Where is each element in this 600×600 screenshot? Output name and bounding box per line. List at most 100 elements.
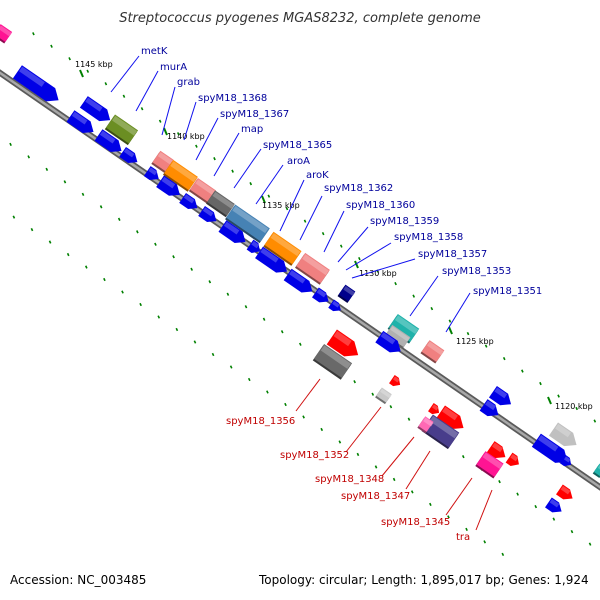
gene-label-text: spyM18_1348 (315, 474, 384, 485)
gene-label-spym18-1351[interactable]: spyM18_1351 (445, 286, 542, 333)
gene-block-blue[interactable] (545, 497, 565, 517)
gene-block-blue[interactable] (143, 166, 162, 184)
gene-block-gray[interactable] (312, 343, 353, 380)
gene-block-face (488, 385, 512, 406)
gene-label-text: spyM18_1351 (473, 286, 542, 297)
gene-block-blue[interactable] (79, 96, 114, 126)
gene-block-steelblue[interactable] (225, 204, 270, 244)
ring-dot (299, 342, 302, 346)
gene-block-highlight (71, 111, 88, 125)
gene-block-red[interactable] (389, 375, 403, 389)
gene-block-pink[interactable] (475, 451, 504, 479)
gene-block-blue[interactable] (488, 385, 515, 410)
gene-label-spym18-1359[interactable]: spyM18_1359 (337, 216, 439, 263)
gene-label-spym18-1347[interactable]: spyM18_1347 (341, 450, 431, 502)
gene-block-salmon[interactable] (420, 340, 445, 364)
gene-block-red[interactable] (326, 329, 364, 363)
gene-label-mura[interactable]: murA (135, 62, 187, 112)
gene-block-blue[interactable] (179, 192, 201, 213)
gene-block-grab[interactable] (104, 114, 139, 146)
gene-label-spym18-1368[interactable]: spyM18_1368 (183, 93, 267, 141)
gene-label-aroa[interactable]: aroA (255, 156, 310, 205)
gene-block-orange[interactable] (263, 231, 302, 266)
gene-label-map[interactable]: map (213, 124, 263, 177)
gene-label-text: spyM18_1356 (226, 416, 295, 427)
ring-dot (175, 327, 179, 332)
gene-block-blue[interactable] (119, 146, 141, 167)
gene-block-blue[interactable] (156, 175, 184, 200)
gene-block-lightgray[interactable] (375, 387, 392, 405)
gene-block-pink[interactable] (417, 416, 434, 434)
ring-dot (465, 527, 468, 532)
gene-block-blue[interactable] (375, 330, 404, 357)
gene-label-spym18-1367[interactable]: spyM18_1367 (195, 109, 289, 161)
ring-dot (81, 192, 85, 196)
ring-dot (211, 352, 215, 357)
gene-block-teal[interactable] (387, 314, 420, 344)
gene-label-spym18-1362[interactable]: spyM18_1362 (299, 183, 393, 241)
ring-dot (371, 392, 375, 396)
ring-dot (466, 331, 470, 336)
gene-block-blue[interactable] (560, 455, 574, 469)
gene-block-blue[interactable] (246, 239, 264, 257)
gene-block-blue[interactable] (218, 220, 250, 247)
gene-label-spym18-1357[interactable]: spyM18_1357 (351, 249, 487, 279)
gene-block-pink-top[interactable] (0, 24, 13, 44)
gene-label-spym18-1358[interactable]: spyM18_1358 (345, 232, 463, 271)
gene-block-highlight (431, 404, 439, 411)
gene-block-teal[interactable] (592, 463, 600, 479)
gene-label-spym18-1348[interactable]: spyM18_1348 (315, 436, 415, 485)
gene-label-grab[interactable]: grab (161, 77, 200, 136)
ring-dot (302, 415, 305, 419)
gene-label-spym18-1352[interactable]: spyM18_1352 (280, 406, 382, 461)
gene-block-salmon[interactable] (151, 150, 174, 173)
ring-dot (285, 207, 289, 211)
gene-block-blue[interactable] (255, 246, 291, 278)
gene-block-red[interactable] (556, 484, 576, 504)
gene-block-red[interactable] (428, 403, 442, 417)
gene-block-lightgray[interactable] (384, 324, 411, 349)
gene-block-gray[interactable] (206, 190, 235, 218)
gene-block-highlight (212, 191, 235, 209)
gene-block-blue[interactable] (531, 433, 572, 469)
gene-block-red[interactable] (486, 441, 510, 463)
gene-block-navy[interactable] (337, 284, 356, 304)
gene-block-highlight (316, 288, 327, 298)
gene-block-blue[interactable] (198, 205, 220, 226)
gene-label-spym18-1360[interactable]: spyM18_1360 (323, 200, 415, 253)
gene-block-red[interactable] (505, 452, 523, 470)
gene-block-highlight (195, 179, 216, 196)
ring-dot (303, 219, 307, 223)
gene-block-face (246, 239, 260, 253)
gene-label-spym18-1356[interactable]: spyM18_1356 (226, 378, 321, 427)
gene-block-salmon[interactable] (188, 177, 217, 204)
gene-block-face (486, 441, 506, 459)
gene-block-highlight (270, 233, 301, 257)
gene-block-highlight (555, 423, 571, 438)
gene-block-blue[interactable] (94, 129, 126, 156)
gene-block-lightgray[interactable] (548, 422, 581, 451)
gene-label-arok[interactable]: aroK (279, 170, 329, 232)
gene-label-tra[interactable]: tra (456, 489, 493, 543)
tick-1135: 1135 kbp (261, 195, 300, 210)
ring-dot (501, 552, 505, 557)
gene-label-spym18-1345[interactable]: spyM18_1345 (381, 477, 473, 528)
gene-block-highlight (510, 454, 519, 462)
gene-block-blue[interactable] (479, 399, 503, 421)
gene-block-blue[interactable] (66, 110, 98, 137)
gene-label-spym18-1353[interactable]: spyM18_1353 (409, 266, 511, 317)
gene-block-blue[interactable] (12, 65, 63, 107)
ring-dot (407, 417, 411, 421)
gene-label-text: spyM18_1360 (346, 200, 415, 211)
gene-block-blue[interactable] (283, 268, 317, 298)
gene-block-highlight (85, 97, 103, 112)
gene-label-metk[interactable]: metK (110, 46, 168, 93)
gene-block-blue[interactable] (328, 299, 344, 314)
gene-label-spym18-1365[interactable]: spyM18_1365 (233, 140, 332, 189)
gene-block-orange[interactable] (162, 159, 198, 192)
reverse-gene-labels: spyM18_1356 spyM18_1352 spyM18_1348 spyM… (226, 378, 493, 543)
gene-block-highlight (390, 326, 410, 342)
gene-block-blue[interactable] (312, 287, 332, 307)
gene-block-salmon[interactable] (294, 252, 330, 285)
